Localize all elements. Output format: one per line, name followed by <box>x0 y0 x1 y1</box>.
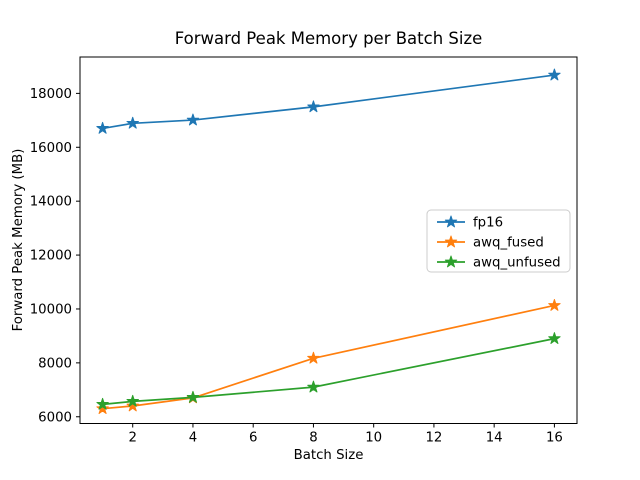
legend-item-awq_unfused: awq_unfused <box>473 256 561 271</box>
y-tick-label: 16000 <box>30 141 72 156</box>
data-point-marker-fp16 <box>548 68 561 81</box>
data-point-marker-fp16 <box>186 113 200 126</box>
x-tick-label: 8 <box>309 431 317 446</box>
y-tick-label: 14000 <box>30 195 72 210</box>
x-tick-label: 16 <box>546 431 563 446</box>
x-axis-label: Batch Size <box>294 448 364 463</box>
legend-item-awq_fused: awq_fused <box>473 236 544 251</box>
axes-frame <box>79 56 578 424</box>
data-point-marker-awq_fused <box>96 402 109 415</box>
x-tick-label: 14 <box>486 431 503 446</box>
legend-marker-icon-awq_unfused <box>444 255 458 268</box>
data-point-marker-awq_unfused <box>96 397 109 410</box>
x-tick-label: 12 <box>425 431 442 446</box>
data-point-marker-awq_unfused <box>186 390 200 403</box>
data-point-marker-awq_unfused <box>126 394 139 407</box>
y-tick-label: 6000 <box>38 410 72 425</box>
data-point-marker-awq_fused <box>548 298 561 311</box>
legend-item-fp16: fp16 <box>473 216 503 231</box>
y-axis-label: Forward Peak Memory (MB) <box>11 149 26 332</box>
x-tick-label: 10 <box>365 431 382 446</box>
x-tick-label: 2 <box>128 431 136 446</box>
data-point-marker-fp16 <box>96 121 109 134</box>
y-tick-label: 8000 <box>38 356 72 371</box>
x-tick-label: 6 <box>249 431 257 446</box>
plot-area: 2 4 6 8 10 12 14 16 6000 8000 10000 12000 14000 16000… <box>30 56 578 446</box>
data-point-marker-awq_fused <box>126 399 139 412</box>
data-point-marker-awq_unfused <box>307 380 320 393</box>
legend-marker-icon-awq_fused <box>444 235 458 248</box>
data-point-marker-fp16 <box>307 100 320 113</box>
x-tick-label: 4 <box>189 431 197 446</box>
data-point-marker-fp16 <box>126 116 139 129</box>
data-point-marker-awq_fused <box>307 351 320 364</box>
y-tick-label: 12000 <box>30 249 72 264</box>
series-line-awq_unfused <box>101 337 556 406</box>
legend-marker-icon-fp16 <box>444 215 458 228</box>
series-line-awq_fused <box>101 304 556 410</box>
legend <box>426 209 571 273</box>
series-line-fp16 <box>101 74 556 130</box>
data-point-marker-awq_unfused <box>548 332 561 344</box>
chart-title: Forward Peak Memory per Batch Size <box>175 29 483 48</box>
y-tick-label: 18000 <box>30 87 72 102</box>
y-tick-label: 10000 <box>30 302 72 317</box>
